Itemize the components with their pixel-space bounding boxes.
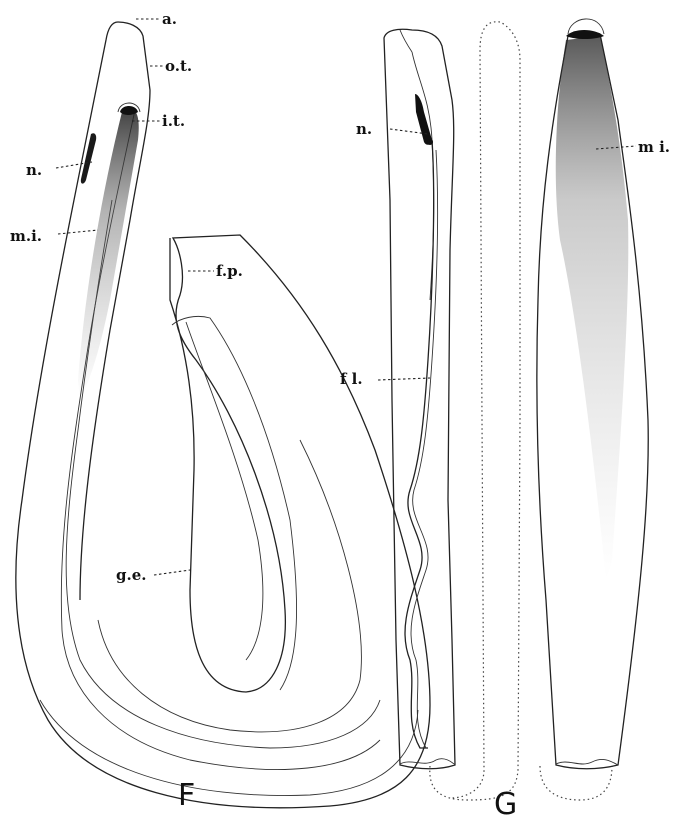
g-leader-fl [378, 378, 430, 380]
leader-ge [154, 570, 190, 575]
caption-g: G [494, 787, 517, 822]
g-left-rod [384, 29, 455, 768]
g-inner-lining [412, 52, 434, 300]
f-inner-tube-line-2 [66, 200, 380, 748]
f-hook-inner [172, 316, 297, 690]
f-hook-inner-2 [186, 322, 263, 660]
label-mi: m.i. [10, 227, 42, 245]
g-left-rod-cap [400, 30, 412, 52]
figure-g: n. f l. m i. G [340, 19, 670, 822]
g-nucleus-dot [427, 139, 433, 145]
g-left-base [400, 759, 455, 765]
label-ot: o.t. [165, 57, 192, 75]
g-flagellum [405, 140, 434, 748]
g-label-n: n. [356, 120, 372, 138]
g-label-fl: f l. [340, 370, 363, 388]
label-ge: g.e. [116, 566, 146, 584]
label-fp: f.p. [216, 262, 243, 280]
leader-mi [58, 230, 98, 234]
label-a: a. [162, 10, 177, 28]
caption-f: F [178, 778, 195, 813]
f-bottom-ring [40, 700, 418, 796]
f-nucleus [81, 133, 96, 183]
f-bend-inner [98, 440, 361, 732]
g-right-base [556, 759, 618, 765]
g-label-mi: m i. [638, 138, 670, 156]
g-cap [566, 30, 604, 39]
label-it: i.t. [162, 112, 185, 130]
label-n: n. [26, 161, 42, 179]
g-nucleus [415, 94, 432, 145]
